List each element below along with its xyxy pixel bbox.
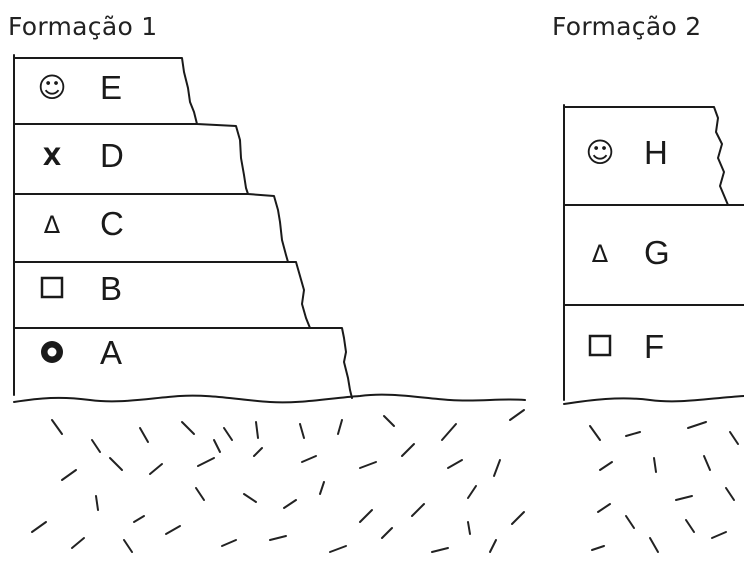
triangle-icon: Δ: [44, 211, 61, 239]
rock-dash: [381, 527, 393, 539]
rock-dash: [221, 539, 237, 547]
rock-dash: [139, 427, 149, 443]
rock-dash: [71, 537, 85, 549]
rock-dash: [467, 485, 477, 499]
rock-dash: [149, 463, 163, 475]
layer-letter: F: [644, 328, 664, 365]
rock-dash: [489, 539, 497, 553]
rock-dash: [223, 427, 233, 441]
rock-dash: [123, 539, 133, 553]
rock-dash: [51, 419, 63, 435]
rock-dash: [255, 421, 259, 439]
rock-dash: [337, 419, 343, 435]
layer-letter: D: [100, 137, 124, 174]
rock-dash: [493, 459, 501, 477]
rock-dash: [625, 515, 635, 529]
layer-F: F: [588, 328, 664, 365]
layer-letter: C: [100, 205, 124, 242]
rock-dash: [687, 421, 707, 429]
ring-icon: [41, 341, 63, 363]
rock-dash: [243, 493, 257, 503]
rock-dash: [411, 503, 425, 517]
formation-2-ground-line: [563, 395, 744, 405]
rock-dash: [401, 443, 415, 457]
smiley-icon: ☺: [37, 71, 66, 104]
rock-dash: [511, 511, 525, 525]
rock-dash: [301, 455, 317, 463]
rock-dash: [359, 461, 377, 469]
rock-dash: [431, 547, 449, 553]
layer-A: A: [41, 334, 122, 371]
rock-dash: [197, 457, 215, 467]
rock-dash: [253, 447, 263, 457]
layer-letter: H: [644, 134, 668, 171]
triangle-icon: Δ: [592, 240, 609, 268]
rock-dash: [649, 537, 659, 553]
layer-letter: E: [100, 69, 122, 106]
rock-dash: [467, 521, 471, 535]
formation-1-ground-line: [13, 393, 526, 404]
basement-rock-texture: [31, 409, 739, 553]
rock-dash: [599, 461, 613, 471]
rock-dash: [509, 409, 525, 421]
smiley-icon: ☺: [585, 136, 614, 169]
rock-dash: [213, 439, 221, 453]
square-icon: [40, 276, 64, 299]
rock-dash: [703, 455, 711, 471]
rock-dash: [61, 469, 77, 481]
rock-dash: [299, 423, 305, 439]
rock-dash: [591, 545, 605, 551]
rock-dash: [109, 457, 123, 471]
rock-dash: [589, 425, 601, 441]
rock-dash: [319, 481, 325, 495]
rock-dash: [383, 415, 395, 427]
rock-dash: [359, 509, 373, 523]
rock-dash: [95, 495, 99, 511]
rock-dash: [269, 535, 287, 541]
rock-dash: [729, 431, 739, 445]
rock-dash: [195, 487, 205, 501]
formation-1-outline: [13, 54, 353, 399]
rock-dash: [685, 519, 695, 533]
layer-B: B: [40, 270, 122, 307]
layer-H: ☺H: [585, 134, 667, 171]
formation-2-outline: [563, 104, 744, 401]
rock-dash: [181, 421, 195, 435]
layer-letter: B: [100, 270, 122, 307]
rock-dash: [597, 503, 611, 513]
rock-dash: [725, 487, 735, 501]
layer-letter: A: [100, 334, 122, 371]
rock-dash: [675, 495, 693, 501]
layer-letter: G: [644, 234, 670, 271]
formation-1-title: Formação 1: [8, 12, 158, 41]
rock-dash: [441, 423, 457, 441]
rock-dash: [653, 457, 657, 473]
rock-dash: [283, 499, 297, 509]
rock-dash: [91, 439, 101, 453]
square-icon: [588, 334, 612, 357]
rock-dash: [165, 525, 181, 535]
layer-E: ☺E: [37, 69, 122, 106]
rock-dash: [711, 531, 727, 539]
rock-dash: [447, 459, 463, 469]
rock-dash: [133, 515, 145, 523]
rock-dash: [31, 521, 47, 533]
rock-dash: [329, 545, 347, 553]
x-icon: X: [43, 143, 62, 171]
rock-dash: [625, 431, 641, 437]
formation-2-title: Formação 2: [552, 12, 702, 41]
